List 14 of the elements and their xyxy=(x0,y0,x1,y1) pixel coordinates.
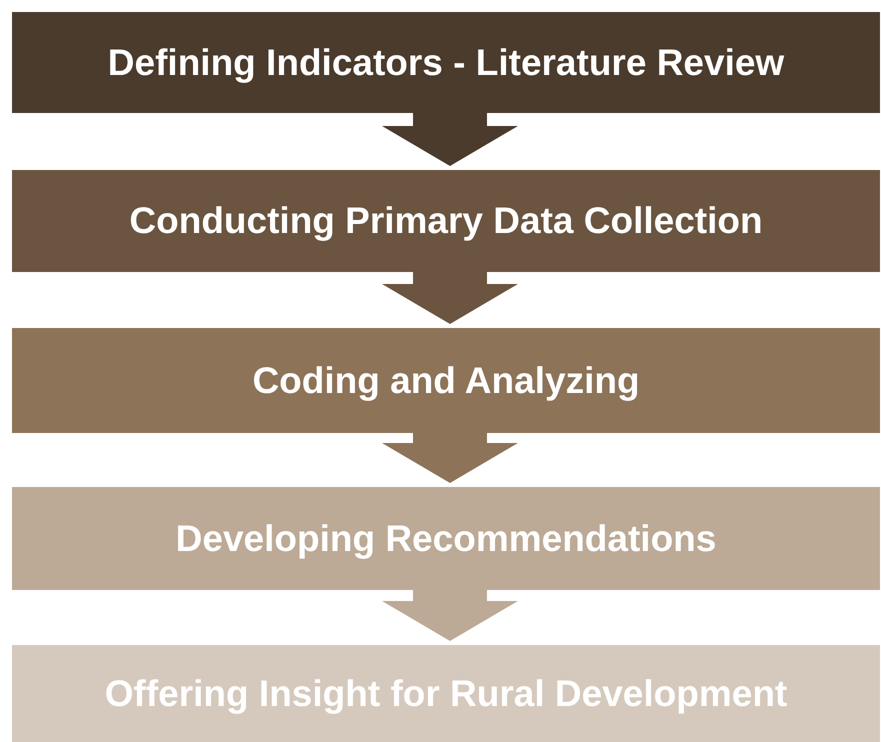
step-label: Coding and Analyzing xyxy=(252,360,640,402)
step-label: Offering Insight for Rural Development xyxy=(104,672,788,714)
process-box xyxy=(12,487,880,590)
process-box xyxy=(12,170,880,272)
process-box xyxy=(12,328,880,433)
block-arrow xyxy=(382,113,518,166)
process-box xyxy=(12,645,880,742)
block-arrow xyxy=(382,590,518,641)
step-label: Conducting Primary Data Collection xyxy=(129,200,763,242)
process-box xyxy=(12,12,880,113)
block-arrow xyxy=(382,433,518,483)
step-label: Developing Recommendations xyxy=(176,518,716,560)
step-label: Defining Indicators - Literature Review xyxy=(108,42,784,84)
block-arrow xyxy=(382,272,518,324)
